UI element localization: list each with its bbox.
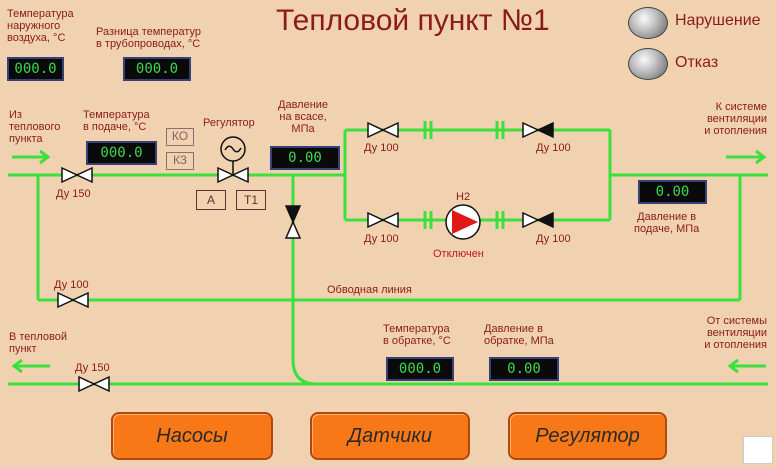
valve-du150-return-label: Ду 150 bbox=[75, 362, 110, 374]
pump-name-label: Н2 bbox=[456, 191, 471, 203]
failure-label: Отказ bbox=[675, 54, 719, 71]
valve-du100-bottom-right-label: Ду 100 bbox=[536, 233, 571, 245]
pumps-button[interactable]: Насосы bbox=[111, 412, 273, 460]
temp-diff-display: 000.0 bbox=[123, 57, 191, 81]
sensors-button[interactable]: Датчики bbox=[310, 412, 470, 460]
violation-lamp-icon bbox=[628, 7, 668, 39]
corner-square-button[interactable] bbox=[743, 436, 773, 464]
pump-status-label: Отключен bbox=[433, 248, 484, 260]
regulator-label: Регулятор bbox=[203, 117, 255, 129]
regulator-button[interactable]: Регулятор bbox=[508, 412, 667, 460]
outdoor-temp-display: 000.0 bbox=[7, 57, 64, 81]
return-pressure-display: 0.00 bbox=[489, 357, 559, 381]
tag-t1[interactable]: Т1 bbox=[236, 190, 266, 210]
failure-lamp-icon bbox=[628, 48, 668, 80]
bypass-label: Обводная линия bbox=[327, 284, 412, 296]
pump-h2 bbox=[445, 204, 481, 240]
supply-temp-display: 000.0 bbox=[86, 141, 157, 165]
tag-kz[interactable]: КЗ bbox=[166, 152, 194, 170]
tag-a[interactable]: А bbox=[196, 190, 226, 210]
tag-ko[interactable]: КО bbox=[166, 128, 194, 146]
suction-pressure-display: 0.00 bbox=[270, 146, 340, 170]
violation-label: Нарушение bbox=[675, 12, 761, 29]
valve-du100-bypass-label: Ду 100 bbox=[54, 279, 89, 291]
supply-pressure-display: 0.00 bbox=[638, 180, 707, 204]
valve-du100-top-left-label: Ду 100 bbox=[364, 142, 399, 154]
valve-du100-bottom-left-label: Ду 100 bbox=[364, 233, 399, 245]
page-title: Тепловой пункт №1 bbox=[276, 4, 550, 37]
valve-symbols bbox=[57, 121, 399, 393]
valve-du150-supply-label: Ду 150 bbox=[56, 188, 91, 200]
return-temp-display: 000.0 bbox=[386, 357, 454, 381]
valve-du100-top-right-label: Ду 100 bbox=[536, 142, 571, 154]
